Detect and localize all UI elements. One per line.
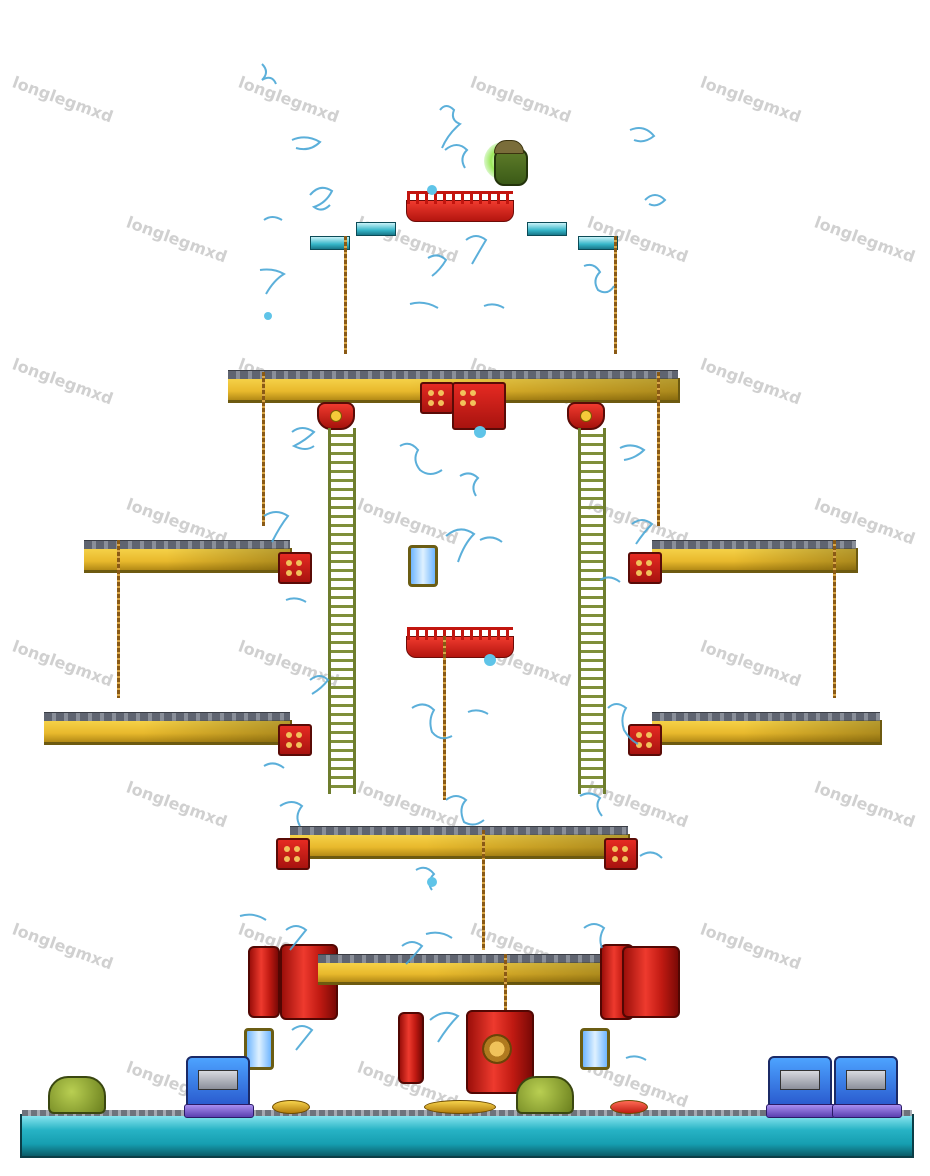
- lower-middle-girder[interactable]: [290, 826, 630, 859]
- floating-block-right-upper[interactable]: [527, 222, 567, 236]
- water-spirit-icon: [285, 597, 307, 603]
- water-spirit-icon: [444, 144, 469, 169]
- water-spirit-icon: [291, 1025, 314, 1051]
- water-spirit-icon: [427, 185, 437, 195]
- hopper-machine-icon: [408, 545, 438, 587]
- floating-block-right[interactable]: [578, 236, 618, 250]
- girder-bracket: [278, 552, 312, 584]
- water-spirit-icon: [263, 762, 285, 769]
- girder-bracket: [628, 724, 662, 756]
- conveyor-machine-icon[interactable]: [766, 1056, 836, 1118]
- ladder-icon[interactable]: [578, 428, 606, 794]
- water-spirit-icon: [309, 186, 334, 211]
- water-spirit-icon: [467, 709, 489, 715]
- girder-bracket: [604, 838, 638, 870]
- water-spirit-icon: [474, 426, 486, 438]
- water-spirit-icon: [445, 795, 485, 826]
- rope-icon[interactable]: [482, 830, 485, 950]
- water-spirit-icon: [639, 851, 663, 859]
- conveyor-machine-icon[interactable]: [832, 1056, 902, 1118]
- water-spirit-icon: [411, 703, 453, 740]
- rope-icon[interactable]: [117, 540, 120, 698]
- water-spirit-icon: [263, 216, 283, 221]
- red-cylinder-right: [622, 946, 680, 1018]
- red-cylinder-left: [248, 946, 280, 1018]
- rope-icon[interactable]: [262, 372, 265, 526]
- rope-icon[interactable]: [614, 236, 617, 354]
- water-spirit-icon: [439, 105, 462, 149]
- water-spirit-icon: [427, 254, 448, 277]
- water-spirit-icon: [291, 427, 316, 450]
- water-spirit-icon: [644, 194, 667, 207]
- hopper-machine-icon: [580, 1028, 610, 1070]
- pulley-icon: [317, 402, 355, 430]
- water-spirit-icon: [631, 519, 654, 545]
- water-spirit-icon: [401, 941, 424, 965]
- center-red-platform[interactable]: [406, 627, 514, 658]
- floor-switch-center[interactable]: [424, 1100, 496, 1114]
- girder-bracket: [278, 724, 312, 756]
- girder-bracket: [628, 552, 662, 584]
- girder-bracket: [276, 838, 310, 870]
- frog-toy-icon[interactable]: [48, 1076, 106, 1114]
- water-spirit-icon: [583, 263, 615, 294]
- water-spirit-icon: [427, 877, 437, 887]
- rope-icon[interactable]: [344, 236, 347, 354]
- water-spirit-icon: [599, 576, 621, 583]
- water-spirit-icon: [309, 675, 330, 695]
- water-spirit-icon: [619, 444, 646, 461]
- water-spirit-icon: [579, 792, 603, 817]
- water-spirit-icon: [399, 442, 443, 475]
- water-spirit-icon: [583, 923, 606, 949]
- floating-block-left[interactable]: [310, 236, 350, 250]
- left-side-girder-lower[interactable]: [44, 712, 292, 745]
- red-cylinder-bottom: [398, 1012, 424, 1084]
- machine-girder[interactable]: [318, 954, 610, 985]
- ladder-icon[interactable]: [328, 428, 356, 794]
- water-spirit-icon: [459, 472, 480, 497]
- water-spirit-icon: [291, 136, 322, 151]
- water-spirit-icon: [263, 511, 290, 543]
- water-spirit-icon: [261, 63, 277, 85]
- rope-icon[interactable]: [657, 372, 660, 526]
- water-spirit-icon: [259, 268, 286, 295]
- right-side-girder-lower[interactable]: [652, 712, 882, 745]
- rope-icon[interactable]: [443, 636, 446, 800]
- water-spirit-icon: [239, 913, 267, 921]
- floor-switch-left[interactable]: [272, 1100, 310, 1114]
- rope-icon[interactable]: [504, 954, 507, 1014]
- water-spirit-icon: [465, 235, 488, 265]
- right-side-girder-upper[interactable]: [652, 540, 858, 573]
- top-red-platform[interactable]: [406, 191, 514, 222]
- water-spirit-icon: [425, 931, 453, 939]
- girder-bracket: [452, 382, 506, 430]
- water-spirit-icon: [479, 536, 503, 543]
- floating-block-left-upper[interactable]: [356, 222, 396, 236]
- water-spirit-icon: [279, 801, 304, 827]
- water-spirit-icon: [429, 1011, 460, 1043]
- water-spirit-icon: [625, 1055, 647, 1061]
- frog-toy-icon[interactable]: [516, 1076, 574, 1114]
- water-spirit-icon: [629, 127, 656, 143]
- rope-icon[interactable]: [833, 540, 836, 698]
- water-spirit-icon: [285, 925, 308, 951]
- water-spirit-icon: [445, 528, 476, 563]
- water-spirit-icon: [409, 301, 439, 309]
- gear-icon: [482, 1034, 512, 1064]
- floor-switch-right[interactable]: [610, 1100, 648, 1114]
- water-spirit-icon: [484, 654, 496, 666]
- conveyor-machine-icon[interactable]: [184, 1056, 254, 1118]
- water-spirit-icon: [607, 703, 639, 745]
- water-spirit-icon: [264, 312, 272, 320]
- water-spirit-icon: [483, 303, 505, 309]
